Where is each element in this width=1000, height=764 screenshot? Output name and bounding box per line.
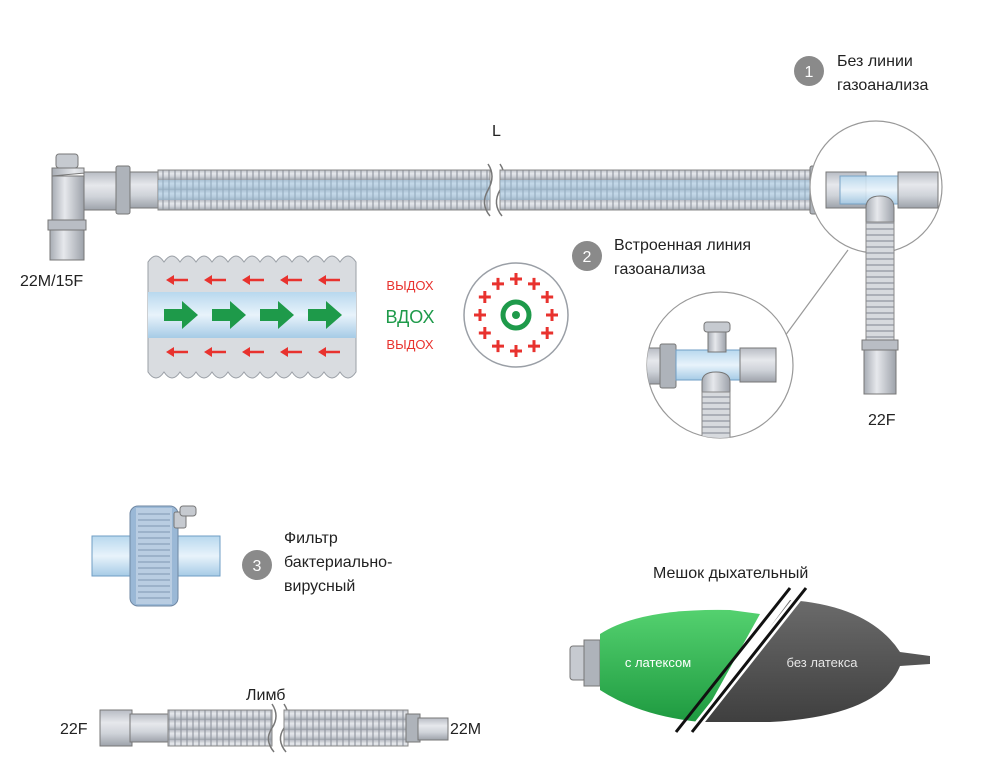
option-3-line2: бактериально- — [284, 554, 392, 571]
exhale-plus-mark — [541, 291, 554, 303]
connector-22m15f-label: 22M/15F — [20, 273, 83, 290]
exhale-plus-mark — [528, 340, 540, 353]
length-label: L — [492, 123, 501, 140]
limb-title: Лимб — [246, 687, 285, 704]
tee-connector-zoom-1 — [809, 120, 943, 254]
exhale-plus-mark — [478, 291, 491, 303]
option-1-line2: газоанализа — [837, 77, 929, 94]
badge-number: 3 — [253, 558, 262, 575]
limb-left-label: 22F — [60, 721, 88, 738]
badge-number: 1 — [805, 64, 814, 81]
option-badge-2: 2 — [572, 241, 602, 271]
bag-no-latex-label: без латекса — [787, 655, 859, 670]
badge-number: 2 — [583, 249, 592, 266]
length-break-mark — [483, 163, 493, 217]
exhale-plus-mark — [541, 327, 554, 339]
corrugated-hose-left — [157, 169, 491, 211]
flow-cross-section-circle — [463, 262, 569, 368]
exhale-label-top: ВЫДОХ — [386, 278, 434, 293]
limb-right-label: 22M — [450, 721, 481, 738]
tee-limb-22f — [861, 221, 899, 395]
inhale-label: ВДОХ — [386, 307, 435, 327]
tee-connector-zoom-2 — [646, 291, 794, 439]
corrugated-hose-right — [499, 169, 813, 211]
exhale-plus-mark — [478, 327, 491, 339]
bag-latex-label: с латексом — [625, 655, 691, 670]
breathing-bag — [569, 585, 930, 735]
option-2-line1: Встроенная линия — [614, 237, 751, 254]
option-2-line2: газоанализа — [614, 261, 706, 278]
elbow-connector-22m15f — [47, 153, 161, 261]
option-3-line3: вирусный — [284, 578, 355, 595]
bacterial-viral-filter — [91, 505, 221, 607]
limb-hose — [99, 703, 449, 753]
exhale-plus-mark — [546, 309, 558, 321]
option-badge-1: 1 — [794, 56, 824, 86]
connector-22f-label: 22F — [868, 412, 896, 429]
exhale-plus-mark — [492, 340, 504, 353]
exhale-plus-mark — [510, 345, 522, 357]
option-1-line1: Без линии — [837, 53, 913, 70]
exhale-plus-mark — [492, 277, 504, 290]
flow-cross-section-side — [147, 255, 357, 379]
option-badge-3: 3 — [242, 550, 272, 580]
exhale-plus-mark — [510, 273, 522, 285]
exhale-plus-mark — [474, 309, 486, 321]
option-3-line1: Фильтр — [284, 530, 338, 547]
bag-title: Мешок дыхательный — [653, 565, 808, 582]
exhale-label-bottom: ВЫДОХ — [386, 337, 434, 352]
exhale-plus-mark — [528, 277, 540, 290]
main-circuit — [47, 153, 827, 261]
